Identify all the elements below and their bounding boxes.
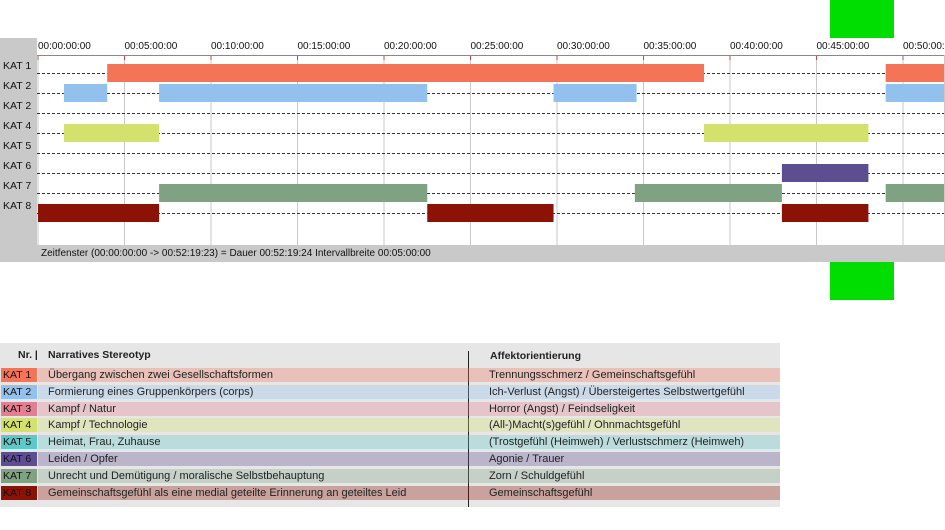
legend-stereotyp-text: Formierung eines Gruppenkörpers (corps): [48, 385, 254, 398]
legend-header-stereotyp: Narratives Stereotyp: [48, 349, 151, 361]
timeline-panel: 00:00:00:00 00:05:00:00 00:10:00:00 00:15:0…: [0, 38, 945, 262]
tick-label: 00:20:00:00: [384, 41, 437, 52]
category-segment[interactable]: [704, 124, 869, 142]
category-segment[interactable]: [63, 124, 160, 142]
tick-label: 00:25:00:00: [470, 41, 524, 52]
row-label: KAT 6: [3, 160, 32, 172]
green-marker-bottom: [830, 262, 894, 300]
category-row-labels: KAT 1 KAT 2 KAT 2 KAT 4 KAT 5 KAT 6 KAT 7 KAT 8: [0, 56, 37, 216]
green-marker-top: [830, 0, 894, 38]
tick-label: 00:05:00:00: [124, 41, 178, 52]
category-segment[interactable]: [553, 84, 637, 102]
timeline-plot[interactable]: [37, 55, 944, 245]
category-segment[interactable]: [634, 184, 782, 202]
legend-affekt-text: Ich-Verlust (Angst) / Übersteigertes Sel…: [489, 385, 745, 398]
tick-label: 00:35:00:00: [643, 41, 697, 52]
category-legend: Nr. | Narratives Stereotyp Affektorienti…: [0, 343, 780, 507]
legend-row: KAT 2 Formierung eines Gruppenkörpers (co…: [0, 384, 780, 400]
legend-stereotyp-text: Kampf / Natur: [48, 402, 116, 415]
legend-divider: [468, 351, 469, 507]
category-segment[interactable]: [159, 184, 428, 202]
category-segment[interactable]: [63, 84, 108, 102]
legend-header-affekt: Affektorientierung: [490, 350, 582, 362]
legend-row: KAT 4 Kampf / Technologie (All-)Macht(s)ge…: [0, 417, 780, 433]
legend-row-band: [38, 418, 780, 433]
tick-label: 00:15:00:00: [297, 41, 351, 52]
legend-affekt-text: Gemeinschaftsgefühl: [489, 486, 593, 499]
legend-stereotyp-text: Kampf / Technologie: [48, 419, 148, 432]
legend-row-band: [38, 401, 780, 416]
legend-header-nr: Nr. |: [18, 349, 38, 361]
row-label: KAT 4: [3, 120, 32, 132]
legend-category-badge: KAT 3: [1, 401, 37, 416]
legend-row: KAT 7 Unrecht und Demütigung / moralische…: [0, 468, 780, 484]
legend-row-band: [38, 368, 780, 382]
legend-stereotyp-text: Übergang zwischen zwei Gesellschaftsform…: [48, 369, 273, 381]
tick-label: 00:40:00:00: [730, 41, 783, 52]
row-label: KAT 8: [3, 200, 32, 212]
legend-category-badge: KAT 2: [1, 384, 37, 399]
tick-label: 00:50:00:00: [903, 41, 945, 52]
legend-affekt-text: (Trostgefühl (Heimweh) / Verlustschmerz …: [489, 436, 745, 449]
legend-category-badge: KAT 5: [1, 435, 37, 450]
category-segment[interactable]: [885, 64, 944, 82]
category-segment[interactable]: [781, 164, 869, 182]
category-segment[interactable]: [885, 84, 944, 102]
legend-affekt-text: Trennungsschmerz / Gemeinschaftsgefühl: [489, 369, 696, 381]
legend-affekt-text: Zorn / Schuldgefühl: [489, 469, 585, 482]
legend-category-badge: KAT 8: [1, 485, 37, 500]
category-segment[interactable]: [159, 84, 428, 102]
legend-row: KAT 8 Gemeinschaftsgefühl als eine medial…: [0, 485, 780, 501]
legend-affekt-text: (All-)Macht(s)gefühl / Ohnmachtsgefühl: [489, 419, 681, 432]
legend-category-badge: KAT 6: [1, 452, 37, 466]
category-segment[interactable]: [885, 184, 944, 202]
tick-label: 00:45:00:00: [816, 41, 870, 52]
row-label: KAT 1: [3, 60, 32, 72]
legend-row-band: [38, 452, 780, 466]
legend-affekt-text: Horror (Angst) / Feindseligkeit: [489, 402, 636, 415]
row-label: KAT 2: [3, 80, 32, 92]
tick-label: 00:00:00:00: [38, 41, 91, 52]
legend-category-badge: KAT 1: [1, 368, 37, 382]
legend-category-badge: KAT 4: [1, 418, 37, 433]
legend-row: KAT 6 Leiden / Opfer Agonie / Trauer: [0, 451, 780, 467]
legend-row: KAT 1 Übergang zwischen zwei Gesellschaft…: [0, 367, 780, 383]
category-segment[interactable]: [107, 64, 705, 82]
legend-affekt-text: Agonie / Trauer: [489, 453, 565, 465]
legend-stereotyp-text: Leiden / Opfer: [48, 453, 118, 465]
legend-row: KAT 3 Kampf / Natur Horror (Angst) / Feind…: [0, 401, 780, 417]
time-ruler[interactable]: 00:00:00:00 00:05:00:00 00:10:00:00 00:15:0…: [37, 38, 945, 55]
timeline-svg: [37, 56, 944, 245]
legend-stereotyp-text: Unrecht und Demütigung / moralische Selb…: [48, 469, 325, 482]
row-label: KAT 5: [3, 140, 32, 152]
row-label: KAT 2: [3, 100, 32, 112]
category-segment[interactable]: [781, 204, 869, 222]
tick-label: 00:10:00:00: [211, 41, 264, 52]
legend-category-badge: KAT 7: [1, 468, 37, 483]
legend-row-band: [38, 468, 780, 483]
category-segment[interactable]: [427, 204, 554, 222]
legend-row-band: [38, 485, 780, 500]
legend-row: KAT 5 Heimat, Frau, Zuhause (Trostgefühl (…: [0, 434, 780, 450]
legend-stereotyp-text: Heimat, Frau, Zuhause: [48, 436, 161, 449]
status-bar: Zeitfenster (00:00:00:00 -> 00:52:19:23)…: [41, 248, 431, 259]
legend-row-band: [38, 435, 780, 450]
category-segment[interactable]: [38, 204, 160, 222]
legend-row-band: [38, 384, 780, 399]
legend-stereotyp-text: Gemeinschaftsgefühl als eine medial gete…: [48, 486, 407, 499]
row-label: KAT 7: [3, 180, 32, 192]
tick-label: 00:30:00:00: [557, 41, 610, 52]
